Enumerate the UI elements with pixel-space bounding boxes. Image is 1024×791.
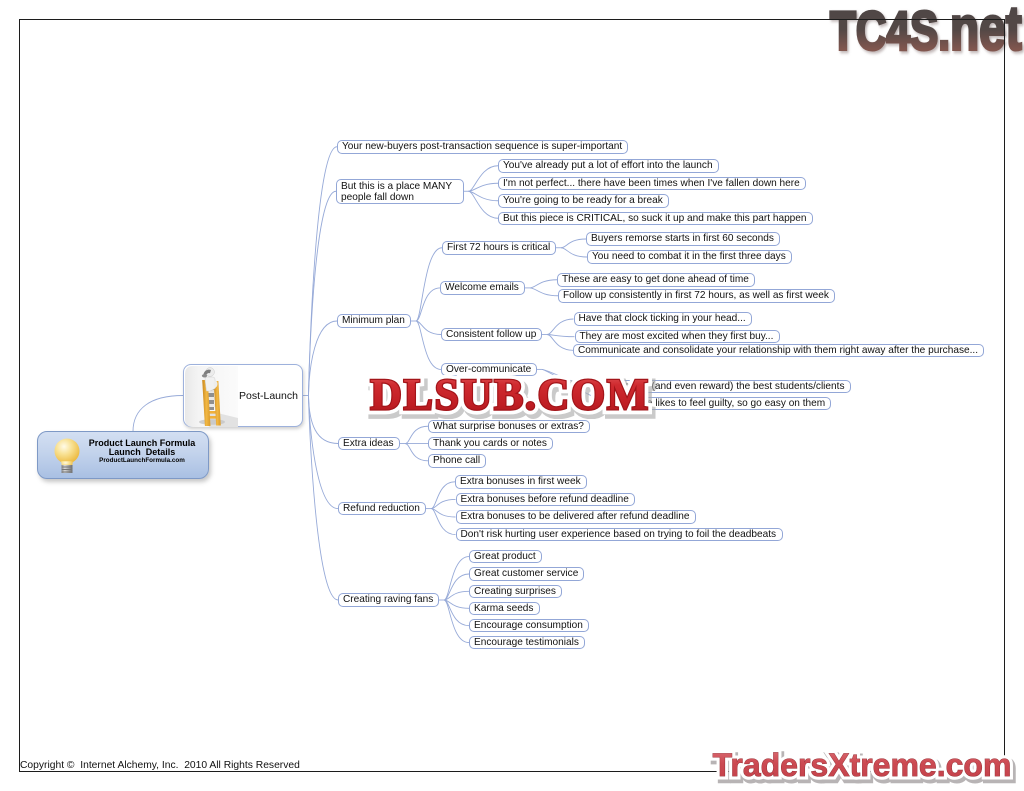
svg-text:TC4S.net: TC4S.net bbox=[830, 4, 1022, 62]
svg-text:TradersXtreme.com: TradersXtreme.com bbox=[713, 747, 1012, 783]
svg-text:TradersXtreme.com: TradersXtreme.com bbox=[715, 750, 1014, 786]
svg-text:DLSUB.COM: DLSUB.COM bbox=[370, 370, 650, 419]
svg-text:DLSUB.COM: DLSUB.COM bbox=[370, 370, 650, 419]
svg-text:DLSUB.COM: DLSUB.COM bbox=[373, 374, 653, 419]
svg-text:DLSUB.COM: DLSUB.COM bbox=[370, 370, 650, 419]
svg-text:TradersXtreme.com: TradersXtreme.com bbox=[713, 747, 1012, 783]
